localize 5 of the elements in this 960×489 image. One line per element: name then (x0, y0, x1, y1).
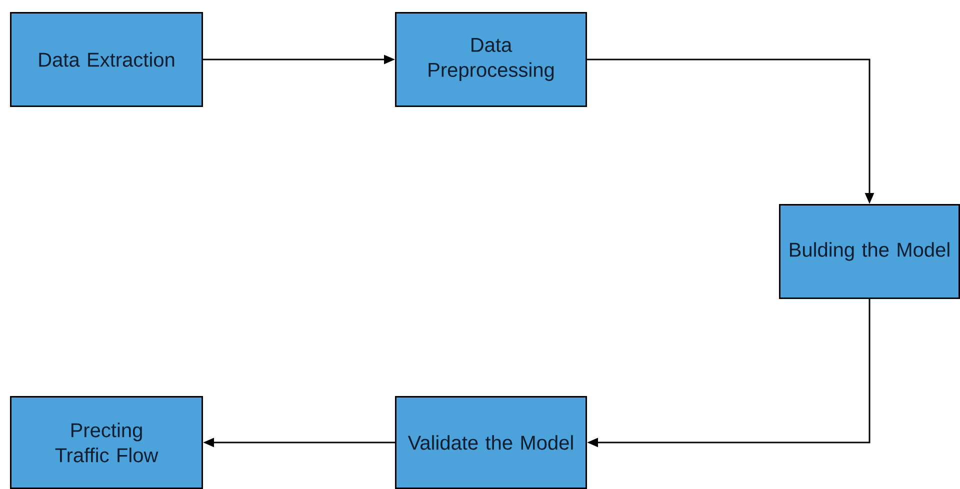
process-box: Validate the Model (395, 396, 587, 489)
process-box: Precting Traffic Flow (10, 396, 203, 489)
process-box: Bulding the Model (779, 204, 960, 299)
process-box: Data Extraction (10, 12, 203, 107)
process-box: Data Preprocessing (395, 12, 587, 107)
